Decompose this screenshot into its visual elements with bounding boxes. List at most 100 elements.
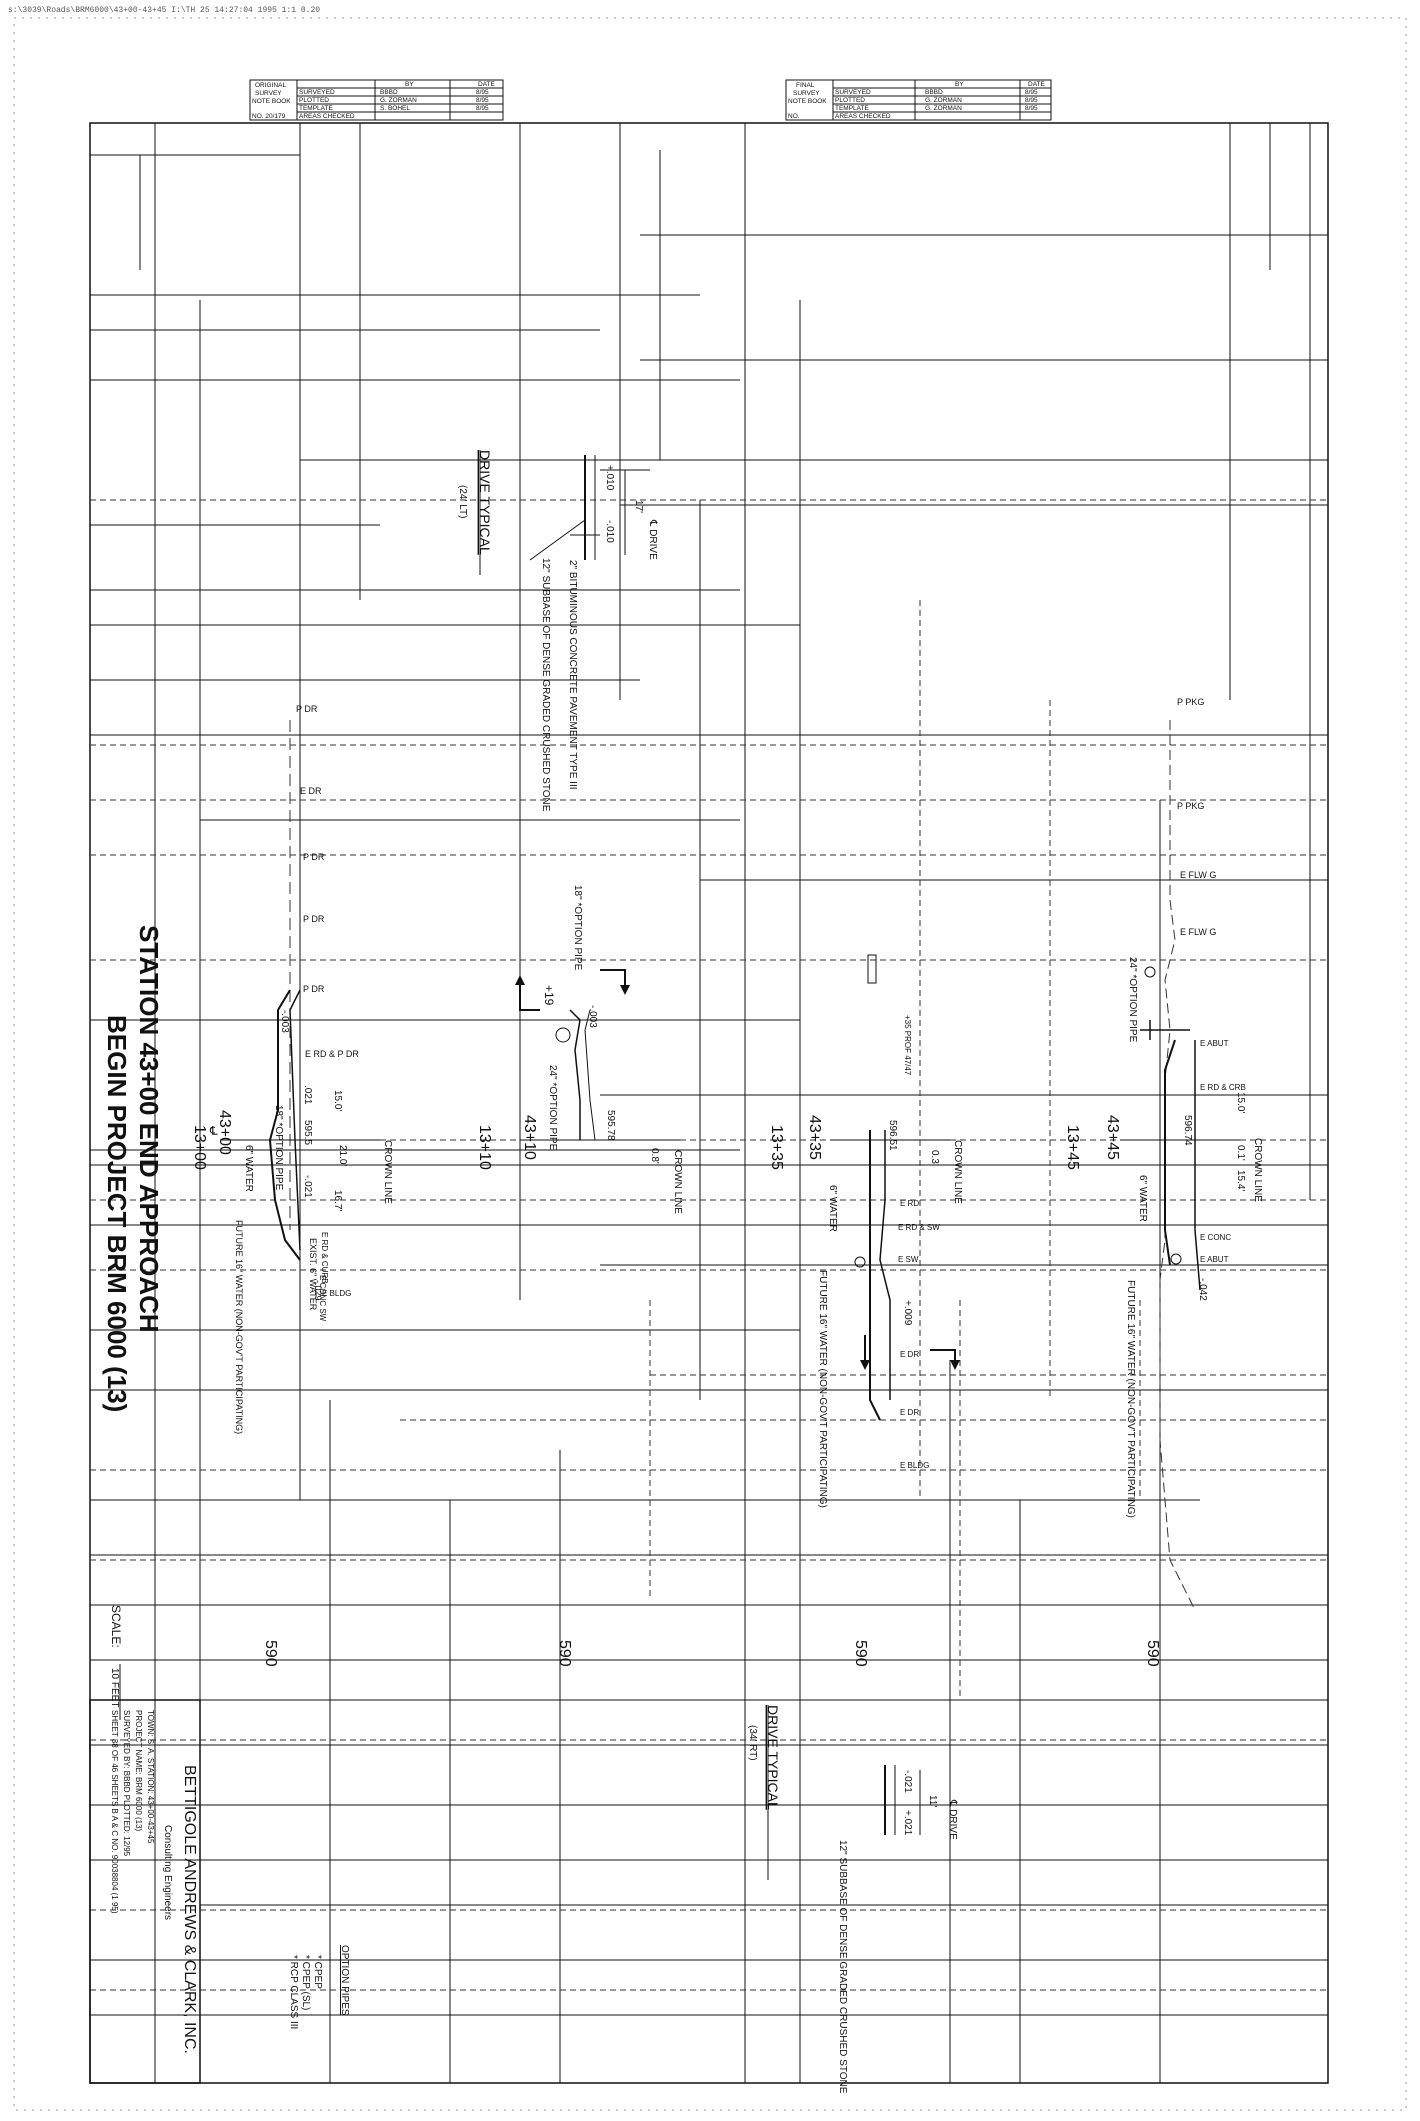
- s4-pkg-1: P PKG: [1177, 697, 1204, 707]
- drive-bottom-cl: ℄ DRIVE: [947, 1799, 958, 1840]
- elevation-2: 590: [556, 1640, 573, 1667]
- s1-exist-water: EXIST. 6" WATER: [308, 1238, 318, 1311]
- s4-value-1: 596.74: [1182, 1115, 1193, 1146]
- final-survey-block: [785, 79, 1052, 121]
- drive-bottom-subbase: 12" SUBBASE OF DENSE GRADED CRUSHED STON…: [837, 1840, 848, 2094]
- final-name-3: G. ZORMAN: [925, 105, 962, 112]
- s3-marker: [867, 954, 877, 984]
- s3-value-3: +.009: [902, 1300, 913, 1326]
- orig-row-1: SURVEYED: [299, 89, 335, 96]
- section-43-45: P PKG P PKG E FLW G E FLW G 24" *OPTION …: [1064, 697, 1263, 1611]
- s3-bldg: E BLDG: [900, 1461, 929, 1470]
- title-station: STATION 43+00 END APPROACH: [134, 925, 164, 1333]
- orig-date-2: 8/95: [476, 97, 489, 104]
- s4-value-2: 15.0': [1235, 1092, 1246, 1113]
- grid-lines: [90, 154, 1328, 2016]
- s1-extra: ℄: [209, 1124, 218, 1138]
- title-block: BETTIGOLE ANDREWS & CLARK, INC. Consulti…: [89, 1699, 201, 2084]
- s4-flwg-1: E FLW G: [1180, 870, 1216, 880]
- s1-conc-sw: E CONC SW: [318, 1275, 327, 1322]
- title-line-2: PROJECT NAME: BRM 6000 (13): [134, 1710, 143, 1832]
- s1-value-2: 15.0': [332, 1090, 343, 1111]
- title-begin-project: BEGIN PROJECT BRM 6000 (13): [102, 1015, 132, 1412]
- s1-rd-curb: E RD & CURB: [320, 1232, 329, 1284]
- final-row-4: AREAS CHECKED: [835, 113, 891, 120]
- drive-typical-top: DRIVE TYPICAL (24' LT) ℄ DRIVE 17' +.010…: [457, 450, 658, 812]
- final-date: DATE: [1028, 81, 1046, 88]
- orig-date-1: 8/95: [476, 89, 489, 96]
- s4-abut-2: E ABUT: [1200, 1255, 1229, 1264]
- dashed-lines: [90, 499, 1328, 1991]
- s2-value-2: 595.78: [605, 1110, 616, 1141]
- orig-label-2: SURVEY: [255, 90, 282, 97]
- s3-rd: E RD: [900, 1199, 919, 1208]
- s3-water: 6" WATER: [827, 1185, 838, 1232]
- s1-label-erd-pdr: E RD & P DR: [305, 1049, 359, 1059]
- drive-top-cl: ℄ DRIVE: [647, 519, 658, 560]
- firm-name: BETTIGOLE ANDREWS & CLARK, INC.: [181, 1765, 198, 2054]
- s1-label-pdr-1: P DR: [296, 704, 318, 714]
- s3-offset: 13+35: [768, 1125, 785, 1170]
- section-43-00: P DR E DR P DR P DR P DR E RD & P DR -.0…: [191, 704, 393, 1434]
- drive-typical-bottom: DRIVE TYPICAL (34' RT) ℄ DRIVE 11' -.021…: [747, 1705, 958, 2094]
- option-pipe-1: * CPEP: [312, 1955, 323, 1989]
- s2-option-pipe-24: 24" *OPTION PIPE: [547, 1065, 558, 1151]
- final-label-3: NOTE BOOK: [788, 98, 827, 105]
- s1-value-3: .021: [302, 1085, 313, 1105]
- s2-arrow-right: [600, 969, 626, 985]
- s1-option-pipe: 18" *OPTION PIPE: [273, 1105, 284, 1191]
- final-row-1: SURVEYED: [835, 89, 871, 96]
- orig-label-4: NO. 20/179: [252, 113, 286, 120]
- s1-label-pdr-3: P DR: [303, 914, 325, 924]
- option-pipe-3: * RCP CLASS III: [288, 1955, 299, 2029]
- s1-future-water: FUTURE 16" WATER (NON-GOV'T PARTICIPATIN…: [234, 1220, 244, 1434]
- scale-value: 10 FEET: [109, 1668, 120, 1707]
- orig-name-3: S. BOHEL: [380, 105, 410, 112]
- orig-label-1: ORIGINAL: [255, 82, 286, 89]
- s1-value-8: -.029: [313, 1280, 323, 1301]
- s2-option-pipe-18: 18" *OPTION PIPE: [572, 885, 583, 971]
- s4-crown: CROWN LINE: [1252, 1138, 1263, 1202]
- s3-prof: +35 PROF 47/47: [903, 1015, 912, 1076]
- s4-option-pipe: 24" *OPTION PIPE: [1127, 957, 1138, 1043]
- final-label-4: NO.: [788, 113, 800, 120]
- s1-value-1: -.003: [279, 1010, 290, 1033]
- s3-value-1: 596.51: [887, 1120, 898, 1151]
- s1-bldg: E BLDG: [322, 1289, 351, 1298]
- s4-future-water: FUTURE 16" WATER (NON-GOV'T PARTICIPATIN…: [1125, 1280, 1136, 1518]
- title-line-4: SHEET 38 OF 46 SHEETS B A & C NO. 900388…: [110, 1710, 119, 1914]
- s3-station: 43+35: [806, 1115, 823, 1160]
- section-43-35: +35 PROF 47/47 596.51 0.3' CROWN LINE 6"…: [768, 954, 963, 1508]
- s1-label-pdr-4: P DR: [303, 984, 325, 994]
- final-by: BY: [955, 81, 964, 88]
- orig-name-2: G. ZORMAN: [380, 97, 417, 104]
- s4-rd-crb: E RD & CRB: [1200, 1083, 1246, 1092]
- final-row-3: TEMPLATE: [835, 105, 869, 112]
- title-line-1: TOWN: S. A. STATION: 43+00-43+45: [146, 1710, 155, 1844]
- s4-station: 43+45: [1104, 1115, 1121, 1160]
- final-name-1: BBBD: [925, 89, 943, 96]
- s4-abut-1: E ABUT: [1200, 1039, 1229, 1048]
- scale-label: SCALE:: [109, 1605, 123, 1648]
- drive-top-slope-1: +.010: [604, 465, 615, 491]
- final-name-2: G. ZORMAN: [925, 97, 962, 104]
- orig-row-3: TEMPLATE: [299, 105, 333, 112]
- drive-bottom-slope-1: -.021: [902, 1770, 913, 1793]
- s1-crown: CROWN LINE: [382, 1140, 393, 1204]
- drive-top-slope-2: -.010: [604, 520, 615, 543]
- drive-top-sub: (24' LT): [457, 485, 468, 518]
- s1-value-6: -.021: [302, 1175, 313, 1198]
- drive-bottom-sub: (34' RT): [747, 1725, 758, 1761]
- drive-top-pavement: 2" BITUMINOUS CONCRETE PAVEMENT TYPE III: [567, 560, 578, 790]
- title-line-3: SURVEYED BY: BBBD PLOTTED: 12/95: [122, 1710, 131, 1857]
- final-date-3: 8/95: [1025, 105, 1038, 112]
- firm-subtitle: Consulting Engineers: [162, 1825, 173, 1920]
- file-path-header: s:\3039\Roads\BRM6000\43+00-43+45 I:\TH …: [8, 6, 321, 15]
- orig-date-3: 8/95: [476, 105, 489, 112]
- drive-bottom-slope-2: +.021: [902, 1810, 913, 1836]
- s1-value-4: 595.5: [302, 1120, 313, 1145]
- s1-label-edr: E DR: [300, 786, 322, 796]
- option-pipe-2: * CPEP (SL): [300, 1955, 311, 2010]
- s2-offset: 13+10: [476, 1125, 493, 1170]
